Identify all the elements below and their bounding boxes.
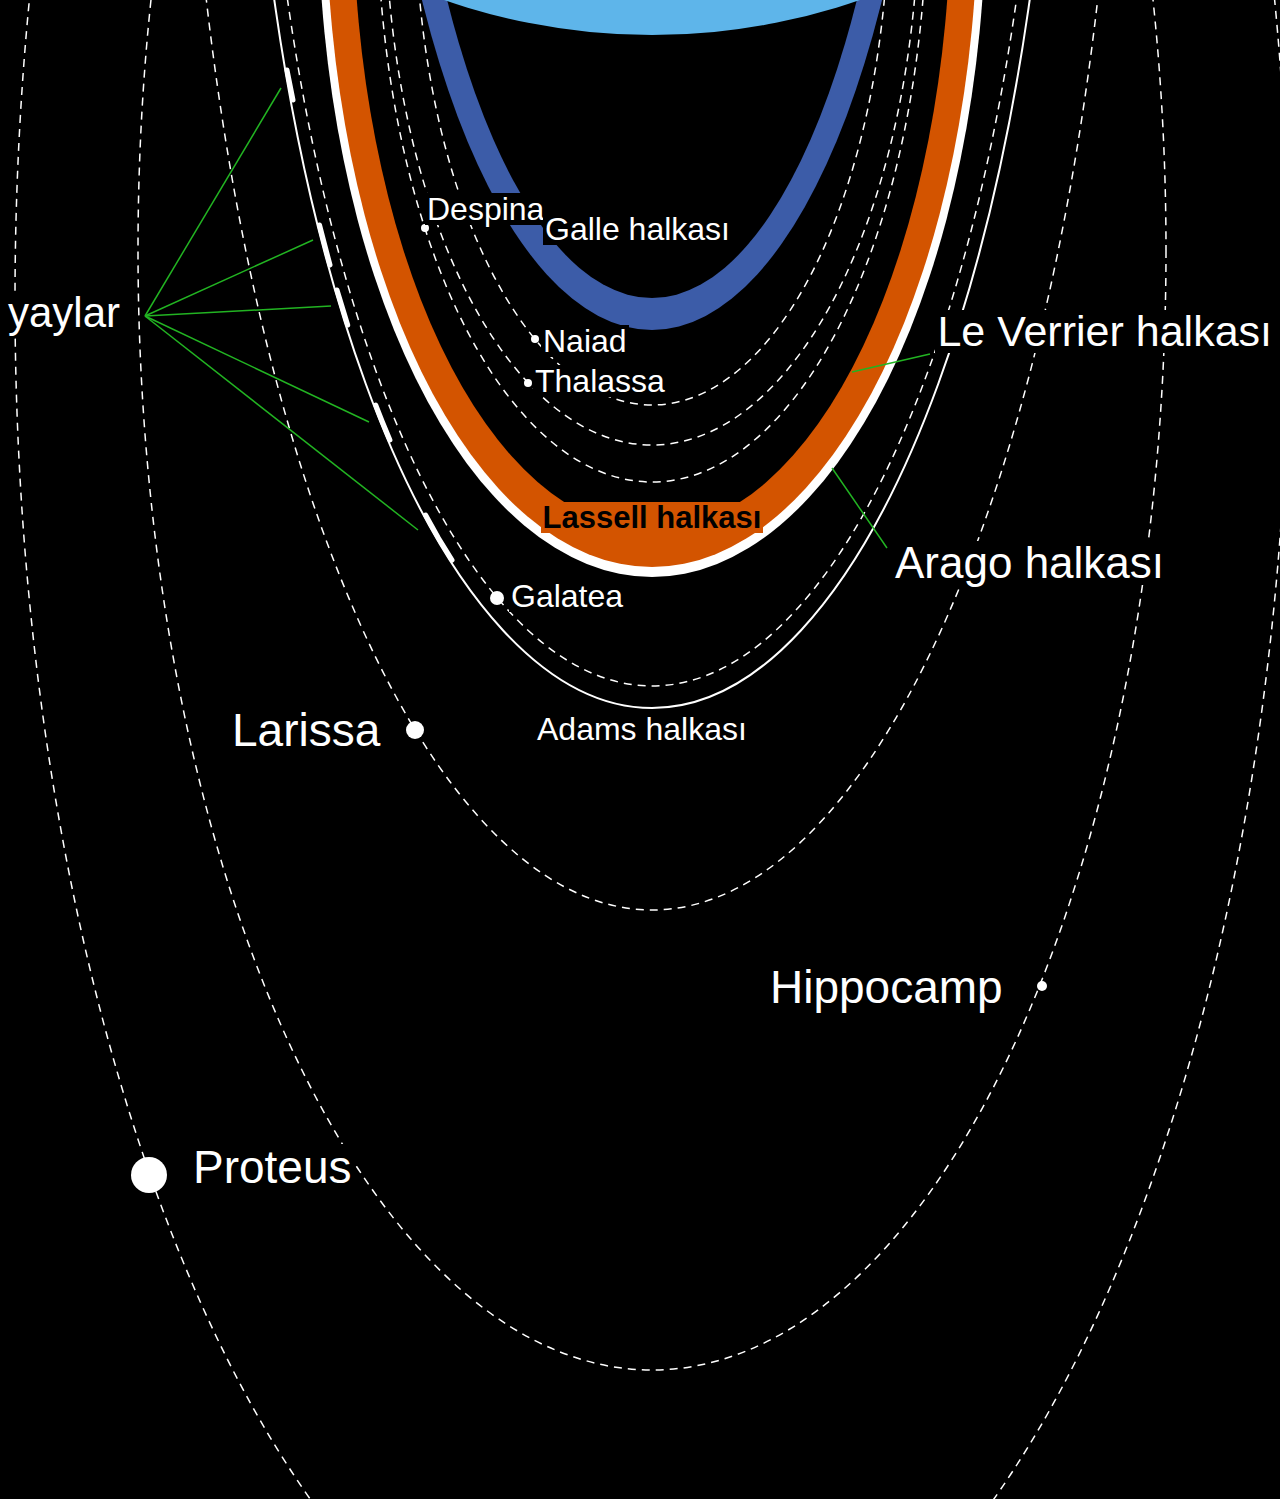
orbit-label: Larissa	[230, 707, 382, 753]
despina-orbit	[377, 0, 927, 482]
ring-arc	[287, 70, 293, 100]
orbit-label: Arago halkası	[893, 541, 1166, 585]
leader-line	[145, 240, 313, 316]
leader-line	[145, 88, 281, 316]
orbit-label: Hippocamp	[768, 964, 1005, 1010]
orbit-label: Despina	[425, 193, 546, 225]
ring-arc	[426, 515, 452, 560]
moon-dot	[131, 1157, 167, 1193]
ring-arc	[376, 405, 390, 440]
leader-line	[145, 306, 331, 316]
orbit-label: Galatea	[509, 580, 625, 612]
orbit-label: Adams halkası	[535, 713, 749, 745]
thalassa-orbit	[385, 0, 919, 445]
adams-ring	[247, 0, 1057, 708]
hippocamp-orbit	[138, 0, 1166, 1370]
neptune-planet	[17, 0, 1280, 35]
orbit-label: Proteus	[191, 1144, 354, 1190]
moon-dot	[490, 591, 504, 605]
orbit-label: Galle halkası	[543, 213, 732, 245]
proteus-orbit	[15, 0, 1280, 1499]
galle-ring	[377, 0, 927, 330]
leader-line	[832, 468, 887, 548]
moon-dot	[421, 224, 429, 232]
moon-dot	[1037, 981, 1047, 991]
ring-gap	[402, 0, 902, 298]
orbit-label: Thalassa	[533, 365, 667, 397]
leader-line	[145, 316, 369, 422]
naiad-orbit	[415, 0, 889, 405]
ring-arc	[337, 290, 348, 325]
moon-dot	[531, 335, 539, 343]
leader-line	[852, 354, 930, 372]
larissa-orbit	[184, 0, 1120, 910]
orbit-label: Le Verrier halkası	[935, 310, 1274, 353]
moon-dot	[406, 721, 424, 739]
leader-line	[145, 316, 418, 530]
orbit-label: Naiad	[541, 325, 629, 357]
orbit-label: Lassell halkası	[541, 502, 764, 533]
moon-dot	[524, 379, 532, 387]
orbit-label: yaylar	[6, 292, 122, 334]
ring-arc	[320, 225, 331, 265]
